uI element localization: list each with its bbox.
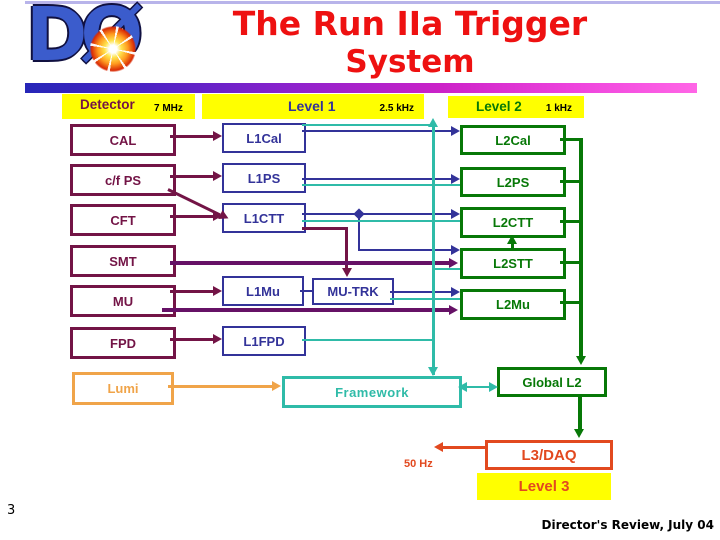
line-cft-to-l1ctt [170, 215, 216, 218]
title-underline-bar [25, 83, 697, 93]
arrowhead-bus-to-framework [428, 367, 438, 376]
framework-bus [432, 127, 435, 375]
slide-title-line1: The Run IIa Trigger [232, 4, 588, 43]
stub-l2stt [560, 261, 582, 264]
node-framework: Framework [282, 376, 462, 408]
line-l1ps-to-l2ps [302, 178, 452, 180]
l3-rate-label: 50 Hz [404, 458, 433, 470]
line-l1ctt-to-mutrk-h [302, 227, 348, 230]
d0-logo: DØ [26, 0, 154, 84]
node-global-l2: Global L2 [497, 367, 607, 397]
header-level2-label: Level 2 [476, 99, 522, 114]
node-fpd: FPD [70, 327, 176, 359]
stub-l2cal [560, 138, 582, 141]
line-l2stt-to-l2ctt [511, 243, 514, 248]
tap-l1fpd [302, 339, 432, 341]
stub-l2ctt [560, 220, 582, 223]
line-smt-to-l2stt [170, 261, 450, 265]
line-l1ctt-to-l2stt [358, 249, 452, 251]
node-l2cal: L2Cal [460, 125, 566, 155]
line-cfps-to-l1ps [170, 175, 216, 178]
line-framework-globall2 [467, 386, 491, 388]
arrowhead-l2stt-to-l2ctt [507, 235, 517, 244]
starburst-icon [90, 26, 136, 72]
header-level1-rate: 2.5 kHz [379, 103, 414, 114]
line-l3daq-output [443, 446, 485, 449]
arrowhead-mu-to-l1mu [213, 286, 222, 296]
arrowhead-cft-to-l1ctt [213, 211, 222, 221]
header-level1-label: Level 1 [288, 98, 336, 114]
node-cft: CFT [70, 204, 176, 236]
node-lumi: Lumi [72, 372, 174, 405]
line-mu-to-l2mu [162, 308, 450, 312]
arrowhead-mutrk-to-l2mu [451, 287, 460, 297]
node-l1cal: L1Cal [222, 123, 306, 153]
line-l1ctt-branch-v [358, 214, 360, 250]
node-l2ctt: L2CTT [460, 207, 566, 238]
node-cfps: c/f PS [70, 164, 176, 196]
arrowhead-mu-to-l2mu [449, 305, 458, 315]
tap-l1ps [302, 184, 460, 186]
l2-bus [579, 138, 583, 358]
arrowhead-smt-to-l2stt [449, 258, 458, 268]
arrowhead-cfps-to-l1ps [213, 171, 222, 181]
footer-text: Director's Review, July 04 [541, 518, 714, 532]
header-detector: Detector 7 MHz [62, 94, 195, 119]
stub-l2mu [560, 301, 582, 304]
arrowhead-l1ctt-to-l2stt [451, 245, 460, 255]
line-l1ctt-to-l2ctt [302, 213, 452, 215]
header-level2: Level 2 1 kHz [448, 96, 584, 118]
node-l3-daq: L3/DAQ [485, 440, 613, 470]
arrowhead-globall2-to-l3daq [574, 429, 584, 438]
arrowhead-l1ctt-to-l2ctt [451, 209, 460, 219]
header-level3-label: Level 3 [518, 478, 570, 495]
line-l1cal-to-l2cal [302, 130, 452, 132]
header-level1: Level 1 2.5 kHz [202, 94, 424, 119]
page-number: 3 [7, 503, 16, 518]
tap-l2mu [390, 298, 460, 300]
arrowhead-to-framework [458, 382, 467, 392]
node-l1fpd: L1FPD [222, 326, 306, 356]
node-l2mu: L2Mu [460, 289, 566, 320]
arrowhead-bus-up [428, 118, 438, 127]
tap-l1ctt [302, 220, 460, 222]
tap-l1cal [302, 124, 432, 126]
node-l2ps: L2PS [460, 167, 566, 197]
header-level3: Level 3 [477, 473, 611, 500]
node-l1mu: L1Mu [222, 276, 304, 306]
node-l1ctt: L1CTT [222, 203, 306, 233]
arrowhead-l1ctt-to-mutrk [342, 268, 352, 277]
arrowhead-l1ps-to-l2ps [451, 174, 460, 184]
line-mutrk-to-l2mu [390, 291, 452, 293]
node-l2stt: L2STT [460, 248, 566, 279]
arrowhead-lumi-to-framework [272, 381, 281, 391]
arrowhead-l3daq-output [434, 442, 443, 452]
arrowhead-to-globall2 [489, 382, 498, 392]
line-fpd-to-l1fpd [170, 338, 216, 341]
arrowhead-l2bus-to-globall2 [576, 356, 586, 365]
slide-title-line2: System [345, 44, 475, 80]
node-smt: SMT [70, 245, 176, 277]
node-l1ps: L1PS [222, 163, 306, 193]
node-cal: CAL [70, 124, 176, 156]
line-cal-to-l1cal [170, 135, 216, 138]
node-mu-trk: MU-TRK [312, 278, 394, 305]
header-detector-label: Detector [80, 97, 135, 112]
line-l1ctt-to-mutrk-v [345, 227, 348, 269]
node-mu: MU [70, 285, 176, 317]
arrowhead-l1cal-to-l2cal [451, 126, 460, 136]
stub-l2ps [560, 180, 582, 183]
tap-l2stt [434, 268, 460, 270]
top-divider [25, 1, 720, 4]
line-globall2-to-l3daq [578, 395, 582, 429]
line-l1mu-to-mutrk [300, 290, 312, 292]
header-detector-rate: 7 MHz [154, 103, 183, 114]
line-mu-to-l1mu [170, 290, 216, 293]
arrowhead-fpd-to-l1fpd [213, 334, 222, 344]
header-level2-rate: 1 kHz [545, 103, 572, 114]
arrowhead-cal-to-l1cal [213, 131, 222, 141]
line-lumi-to-framework [168, 385, 274, 388]
